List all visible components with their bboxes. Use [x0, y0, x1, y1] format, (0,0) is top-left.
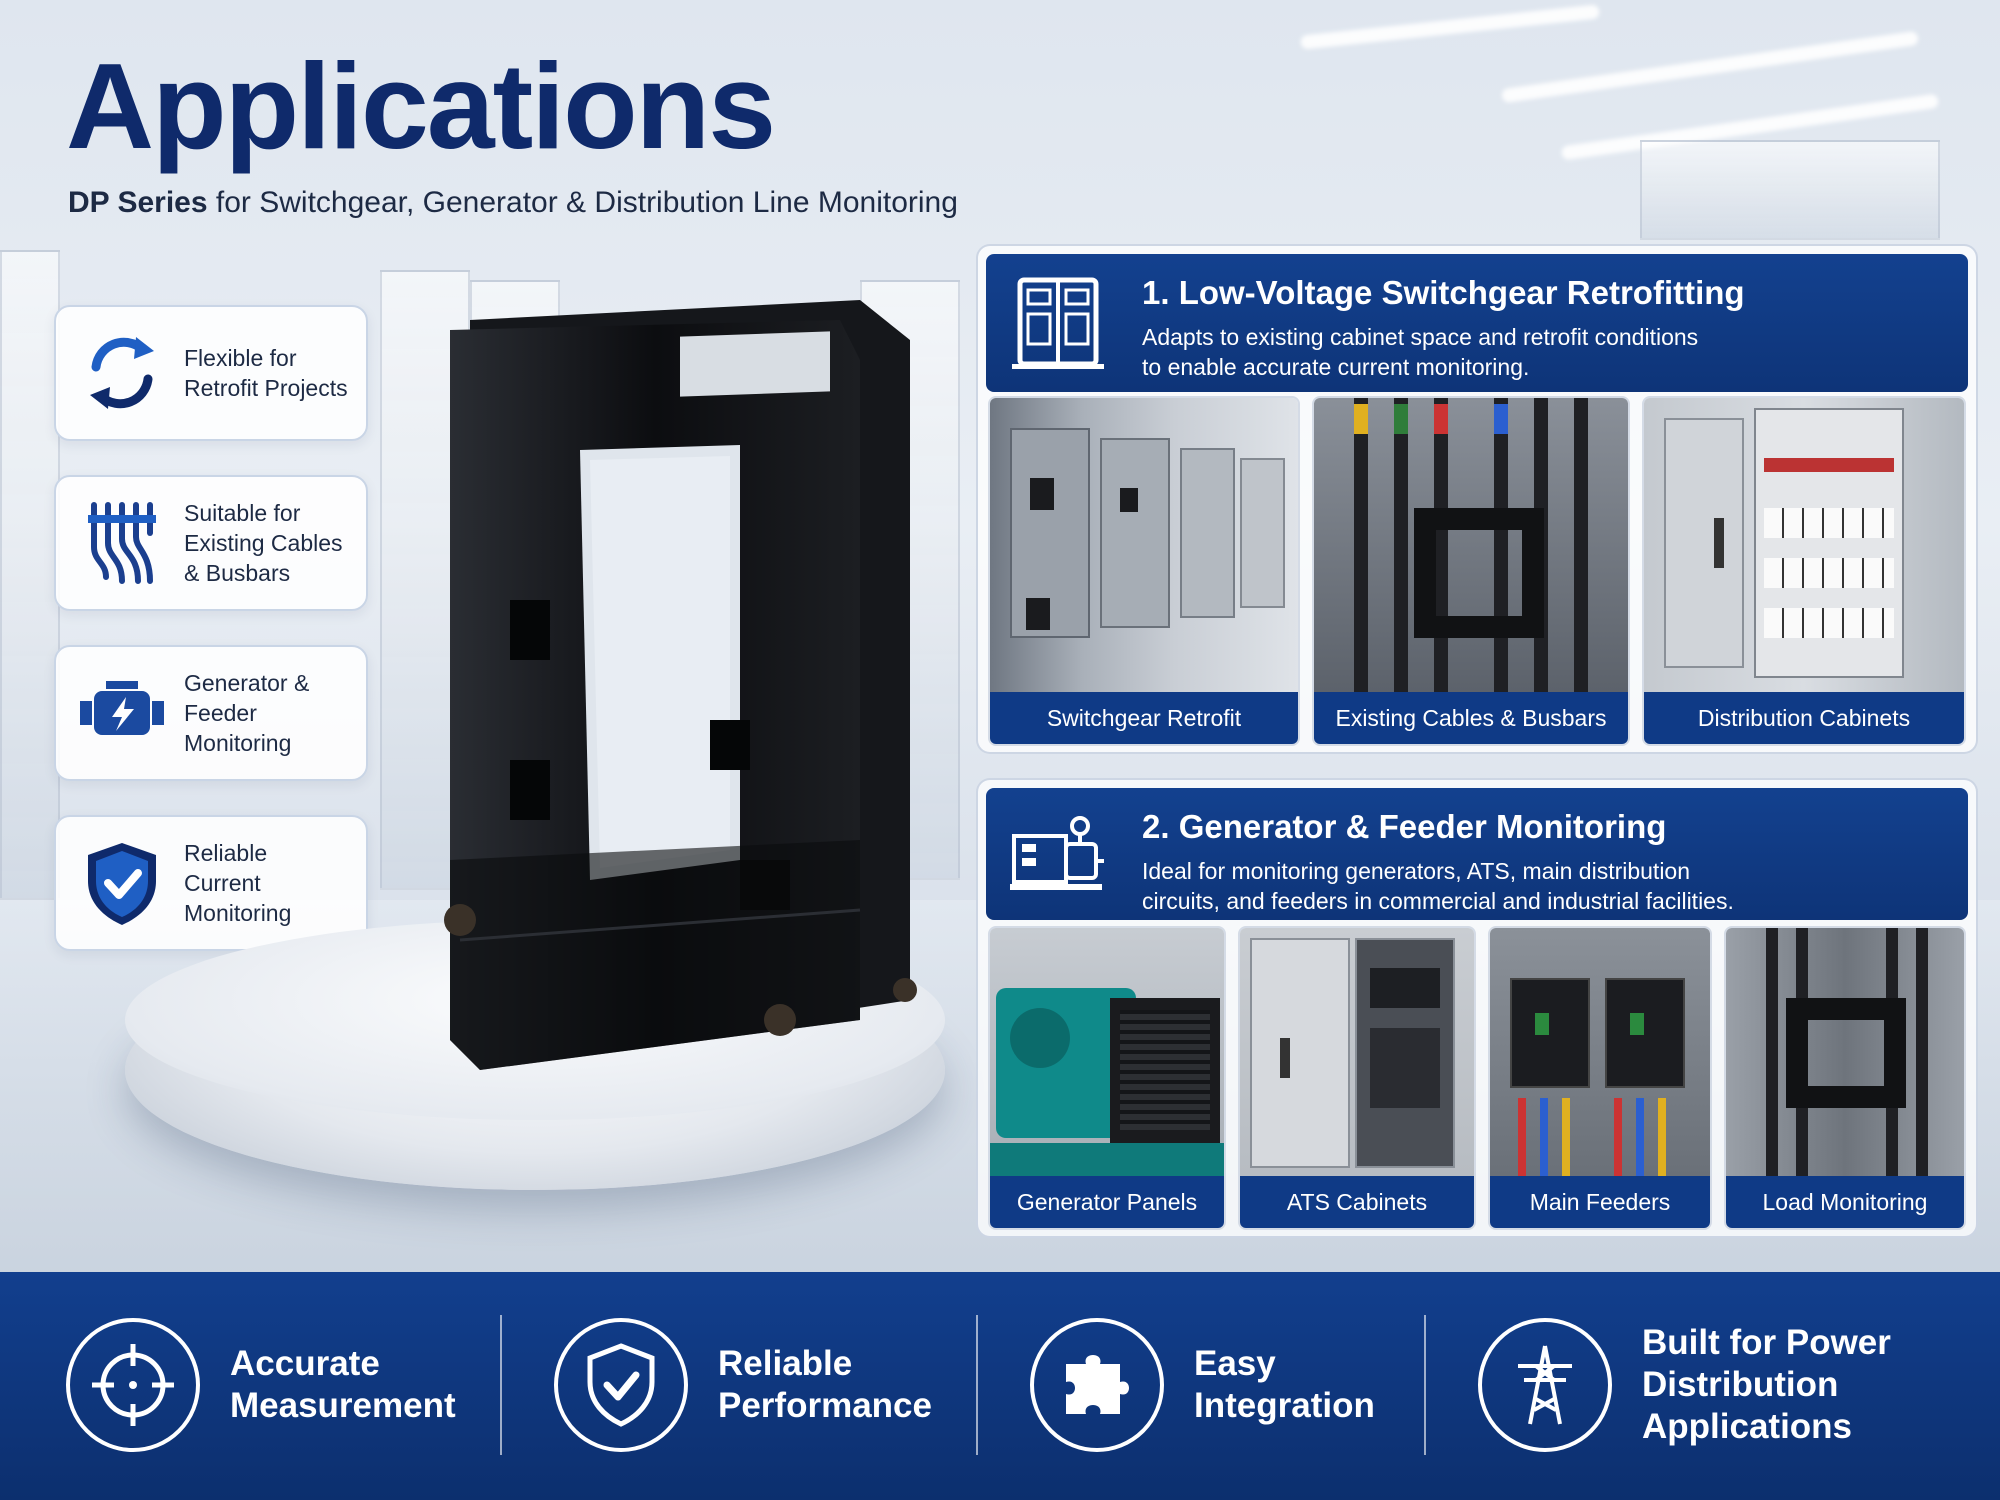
photo-ats-cabinets: ATS Cabinets — [1238, 926, 1476, 1230]
feature-line: Retrofit Projects — [184, 375, 348, 401]
feature-line: Monitoring — [184, 730, 292, 756]
section-header: 2. Generator & Feeder Monitoring Ideal f… — [986, 788, 1968, 920]
feature-line: Flexible for — [184, 345, 297, 371]
puzzle-piece-icon — [1030, 1318, 1164, 1452]
photo-main-feeders: Main Feeders — [1488, 926, 1712, 1230]
section-description-line: Ideal for monitoring generators, ATS, ma… — [1142, 858, 1691, 884]
photo-distribution-cabinets: Distribution Cabinets — [1642, 396, 1966, 746]
section-switchgear-retrofitting: 1. Low-Voltage Switchgear Retrofitting A… — [976, 244, 1978, 754]
photo-caption: Distribution Cabinets — [1644, 692, 1964, 744]
benefit-line: Built for Power — [1642, 1323, 1891, 1362]
section-generator-feeder-monitoring: 2. Generator & Feeder Monitoring Ideal f… — [976, 778, 1978, 1238]
benefit-accurate-measurement: Accurate Measurement — [66, 1305, 456, 1465]
generator-motor-icon — [76, 667, 168, 759]
benefits-band — [0, 1272, 2000, 1500]
benefit-divider — [976, 1315, 978, 1455]
feature-line: Reliable — [184, 840, 268, 866]
feature-card-reliable: Reliable Current Monitoring — [54, 815, 368, 951]
photo-caption: Existing Cables & Busbars — [1314, 692, 1628, 744]
benefit-easy-integration: Easy Integration — [1030, 1305, 1375, 1465]
subtitle-description: for Switchgear, Generator & Distribution… — [215, 186, 958, 219]
benefit-line: Measurement — [230, 1386, 456, 1425]
page-title: Applications — [66, 38, 776, 174]
photo-load-monitoring: Load Monitoring — [1724, 926, 1966, 1230]
benefit-divider — [1424, 1315, 1426, 1455]
section-description: Adapts to existing cabinet space and ret… — [1142, 322, 1942, 382]
photo-caption: Generator Panels — [990, 1176, 1224, 1228]
feature-line: Suitable for — [184, 500, 301, 526]
section-header: 1. Low-Voltage Switchgear Retrofitting A… — [986, 254, 1968, 392]
feature-line: Existing Cables — [184, 530, 343, 556]
benefit-line: Distribution — [1642, 1365, 1839, 1404]
benefit-line: Easy — [1194, 1344, 1276, 1383]
benefit-line: Performance — [718, 1386, 932, 1425]
feature-line: Feeder — [184, 700, 257, 726]
photo-caption: Main Feeders — [1490, 1176, 1710, 1228]
benefit-divider — [500, 1315, 502, 1455]
subtitle-series: DP Series — [68, 186, 208, 219]
switchgear-cabinet-icon — [1008, 272, 1108, 372]
section-title: 2. Generator & Feeder Monitoring — [1142, 808, 1667, 845]
section-description-line: Adapts to existing cabinet space and ret… — [1142, 324, 1699, 350]
target-crosshair-icon — [66, 1318, 200, 1452]
feature-card-cables: Suitable for Existing Cables & Busbars — [54, 475, 368, 611]
section-description-line: to enable accurate current monitoring. — [1142, 354, 1530, 380]
photo-existing-cables-busbars: Existing Cables & Busbars — [1312, 396, 1630, 746]
photo-generator-panels: Generator Panels — [988, 926, 1226, 1230]
feature-line: Generator & — [184, 670, 310, 696]
split-core-current-transformer-image — [440, 300, 940, 1080]
feature-card-retrofit: Flexible for Retrofit Projects — [54, 305, 368, 441]
photo-caption: Load Monitoring — [1726, 1176, 1964, 1228]
shield-check-icon — [554, 1318, 688, 1452]
section-title: 1. Low-Voltage Switchgear Retrofitting — [1142, 274, 1745, 311]
feature-line: & Busbars — [184, 560, 291, 586]
photo-caption: ATS Cabinets — [1240, 1176, 1474, 1228]
benefit-line: Applications — [1642, 1407, 1853, 1446]
benefit-built-for-power-distribution: Built for Power Distribution Application… — [1478, 1305, 1891, 1465]
feature-line: Monitoring — [184, 900, 292, 926]
section-description-line: circuits, and feeders in commercial and … — [1142, 888, 1734, 914]
page-subtitle: DP Series for Switchgear, Generator & Di… — [68, 186, 958, 220]
cables-icon — [76, 497, 168, 589]
benefit-reliable-performance: Reliable Performance — [554, 1305, 932, 1465]
section-description: Ideal for monitoring generators, ATS, ma… — [1142, 856, 1942, 916]
generator-icon — [1008, 806, 1108, 906]
feature-line: Current — [184, 870, 261, 896]
benefit-line: Accurate — [230, 1344, 380, 1383]
photo-switchgear-retrofit: Switchgear Retrofit — [988, 396, 1300, 746]
feature-card-generator: Generator & Feeder Monitoring — [54, 645, 368, 781]
benefit-line: Integration — [1194, 1386, 1375, 1425]
photo-caption: Switchgear Retrofit — [990, 692, 1298, 744]
power-tower-icon — [1478, 1318, 1612, 1452]
refresh-arrows-icon — [76, 327, 168, 419]
benefit-line: Reliable — [718, 1344, 853, 1383]
shield-check-icon — [76, 837, 168, 929]
